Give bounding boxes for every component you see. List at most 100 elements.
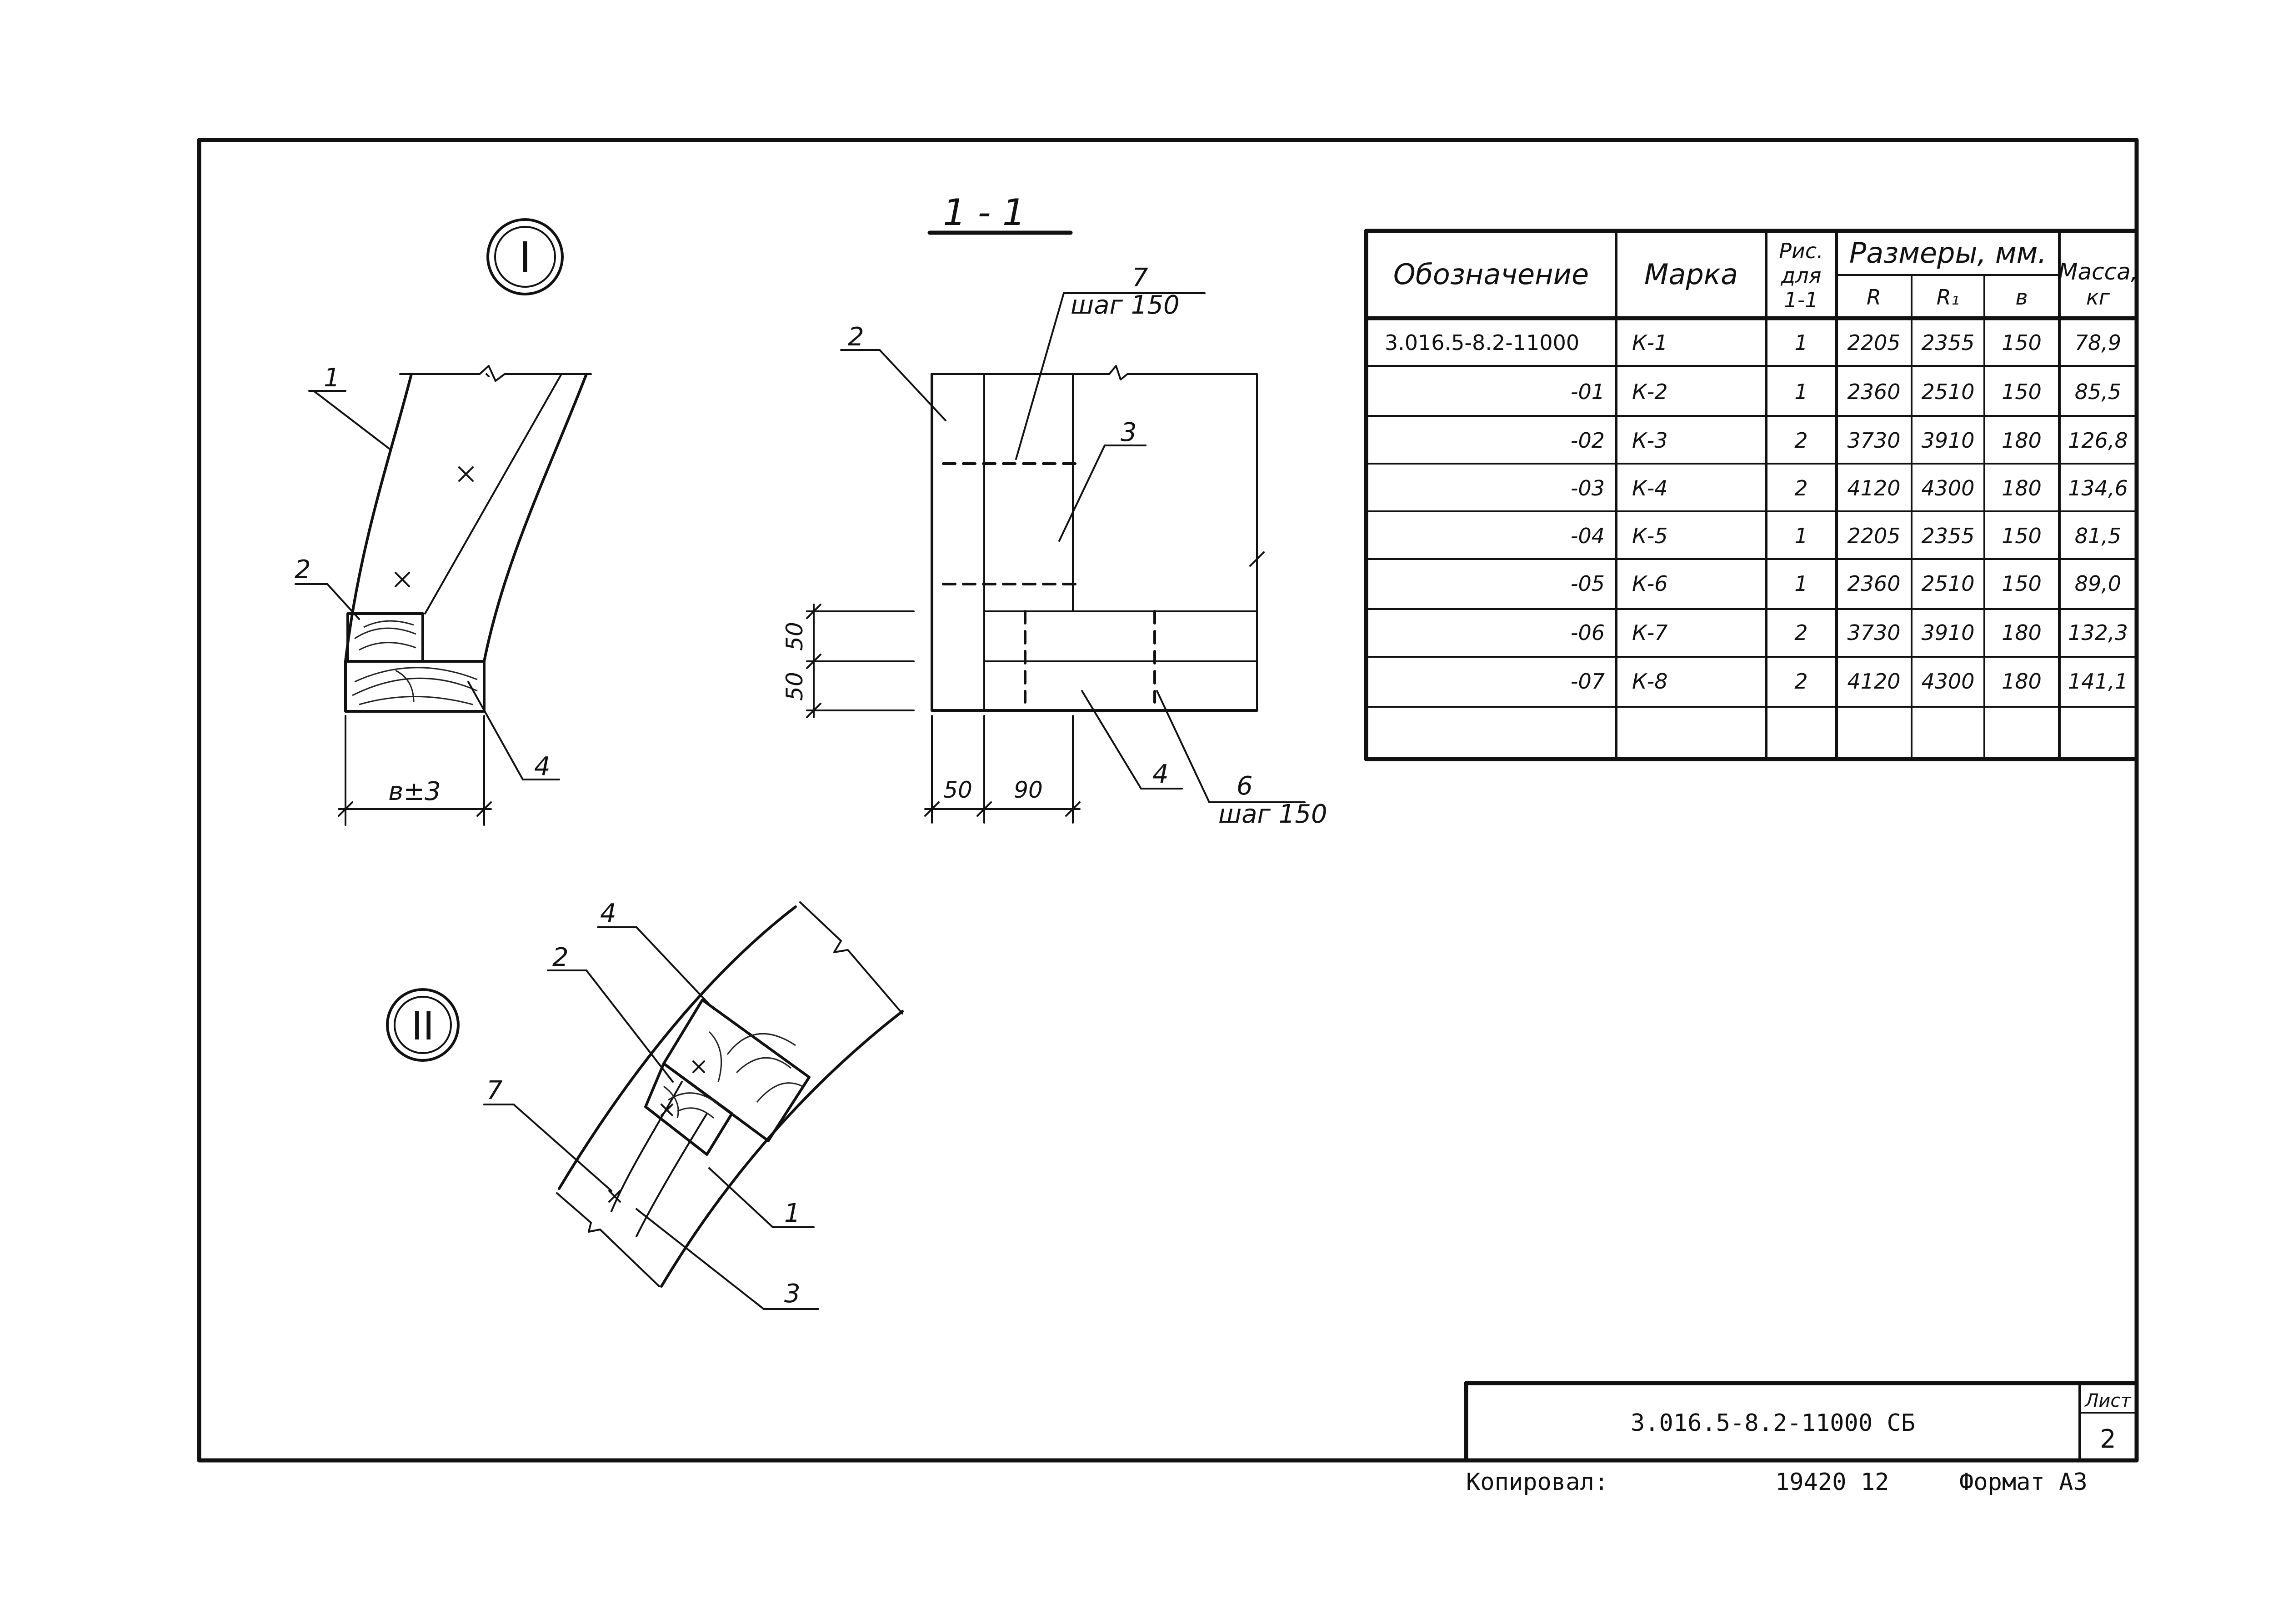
section-rod-top-num: 7 <box>1132 263 1148 293</box>
cell-mark: К-2 <box>1632 380 1668 404</box>
cell-fig: 2 <box>1794 620 1807 645</box>
cell-mass: 85,5 <box>2075 380 2121 404</box>
detail-1-width-dim: в±3 <box>388 777 441 806</box>
detail-1-callout-2: 2 <box>295 555 311 585</box>
cell-fig: 2 <box>1794 476 1807 500</box>
table-header-sizes: Размеры, мм. <box>1849 236 2047 270</box>
footer-number: 19420 12 <box>1775 1469 1889 1496</box>
cell-mass: 126,8 <box>2068 428 2128 453</box>
table-header-mark: Марка <box>1644 258 1738 291</box>
cell-fig: 1 <box>1794 571 1807 596</box>
cell-designation: -04 <box>1571 524 1605 548</box>
section-dim-h-1: 50 <box>943 777 972 803</box>
table-row: -07 К-8 2 4120 4300 180 141,1 <box>1571 669 2128 694</box>
cell-r1: 2510 <box>1921 380 1974 404</box>
table-row: -06 К-7 2 3730 3910 180 132,3 <box>1571 620 2128 645</box>
cell-mark: К-7 <box>1632 620 1668 645</box>
cell-fig: 1 <box>1794 330 1807 355</box>
detail-2-callout-2: 2 <box>552 943 569 972</box>
cell-r1: 4300 <box>1921 476 1974 500</box>
section-rod-bottom-num: 6 <box>1237 771 1253 801</box>
cell-mark: К-5 <box>1632 524 1668 548</box>
table-header-mass-2: кг <box>2086 285 2110 310</box>
cell-designation: -01 <box>1571 380 1605 404</box>
table-row: -05 К-6 1 2360 2510 150 89,0 <box>1571 571 2121 596</box>
section-dim-v-1: 50 <box>781 622 808 651</box>
cell-mark: К-8 <box>1632 669 1668 694</box>
detail-1-callout-1: 1 <box>324 363 340 393</box>
cell-b: 180 <box>2002 620 2042 645</box>
table-row: 3.016.5-8.2-11000 К-1 1 2205 2355 150 78… <box>1385 330 2121 355</box>
section-dim-h-2: 90 <box>1014 777 1043 803</box>
detail-1-drawing: в±3 1 2 4 <box>295 363 592 826</box>
cell-designation: -03 <box>1571 476 1605 500</box>
cell-designation: -02 <box>1571 428 1605 453</box>
section-title: 1 - 1 <box>943 191 1026 234</box>
detail-2-callout-1: 1 <box>784 1199 801 1228</box>
cell-r1: 4300 <box>1921 669 1974 694</box>
cell-mark: К-4 <box>1632 476 1668 500</box>
footer-copied: Копировал: <box>1466 1469 1608 1496</box>
cell-r1: 2355 <box>1921 524 1974 548</box>
table-row: -01 К-2 1 2360 2510 150 85,5 <box>1571 380 2121 404</box>
section-callout-2: 2 <box>848 322 864 352</box>
section-callout-4: 4 <box>1152 760 1169 789</box>
cell-b: 180 <box>2002 476 2042 500</box>
cell-r: 3730 <box>1847 428 1900 453</box>
title-block: 3.016.5-8.2-11000 СБ Лист 2 <box>1464 1381 2139 1463</box>
footer-format: Формат А3 <box>1959 1469 2088 1496</box>
table-row: -02 К-3 2 3730 3910 180 126,8 <box>1571 428 2128 453</box>
cell-r: 2360 <box>1847 380 1900 404</box>
table-header-fig-2: для <box>1781 263 1822 288</box>
cell-r1: 2355 <box>1921 330 1974 355</box>
cell-b: 150 <box>2002 380 2042 404</box>
view-marker-2-label: II <box>411 1004 435 1049</box>
cell-b: 180 <box>2002 669 2042 694</box>
detail-1-callout-4: 4 <box>534 752 551 781</box>
cell-r: 3730 <box>1847 620 1900 645</box>
cell-designation: -05 <box>1571 571 1605 596</box>
view-marker-1-label: I <box>519 233 531 282</box>
view-marker-2: II <box>386 988 460 1062</box>
detail-2-bar-2 <box>644 1062 733 1156</box>
title-block-sheet-number: 2 <box>2100 1424 2116 1454</box>
cell-r: 2205 <box>1847 330 1900 355</box>
table-header-r1: R₁ <box>1937 285 1959 310</box>
cell-mark: К-1 <box>1632 330 1668 355</box>
cell-fig: 2 <box>1794 669 1807 694</box>
cell-mark: К-3 <box>1632 428 1668 453</box>
table-header-mass-1: Масса, <box>2058 259 2138 285</box>
section-1-1: 1 - 1 7 шаг 150 2 3 4 <box>781 191 1327 829</box>
cell-r1: 2510 <box>1921 571 1974 596</box>
detail-1-plank-4 <box>344 660 486 713</box>
view-marker-1: I <box>486 218 564 295</box>
cell-b: 150 <box>2002 571 2042 596</box>
table-row: -03 К-4 2 4120 4300 180 134,6 <box>1571 476 2128 500</box>
section-dim-v-2: 50 <box>781 672 808 701</box>
cell-mass: 132,3 <box>2068 620 2128 645</box>
cell-r: 4120 <box>1847 669 1900 694</box>
section-rod-top-note: шаг 150 <box>1071 290 1180 320</box>
section-callout-3: 3 <box>1121 418 1137 447</box>
cell-designation: -06 <box>1571 620 1605 645</box>
cell-designation: 3.016.5-8.2-11000 <box>1385 330 1579 355</box>
cell-r1: 3910 <box>1921 428 1974 453</box>
cell-b: 150 <box>2002 524 2042 548</box>
cell-fig: 1 <box>1794 524 1807 548</box>
detail-2-callout-4: 4 <box>600 899 616 928</box>
detail-2-callout-7: 7 <box>486 1076 503 1105</box>
cell-mass: 89,0 <box>2075 571 2121 596</box>
cell-r: 4120 <box>1847 476 1900 500</box>
detail-2-callout-3: 3 <box>784 1279 801 1309</box>
table-header-r: R <box>1867 285 1881 310</box>
cell-fig: 2 <box>1794 428 1807 453</box>
cell-mass: 141,1 <box>2068 669 2128 694</box>
table-row: -04 К-5 1 2205 2355 150 81,5 <box>1571 524 2121 548</box>
spec-table: Обозначение Марка Рис. для 1-1 Размеры, … <box>1364 229 2139 761</box>
cell-mass: 81,5 <box>2075 524 2121 548</box>
detail-2-drawing: 4 2 7 1 3 <box>483 899 904 1310</box>
title-block-doc-number: 3.016.5-8.2-11000 СБ <box>1631 1409 1915 1437</box>
sheet-frame <box>197 138 2139 1463</box>
table-header-fig-1: Рис. <box>1779 239 1823 263</box>
